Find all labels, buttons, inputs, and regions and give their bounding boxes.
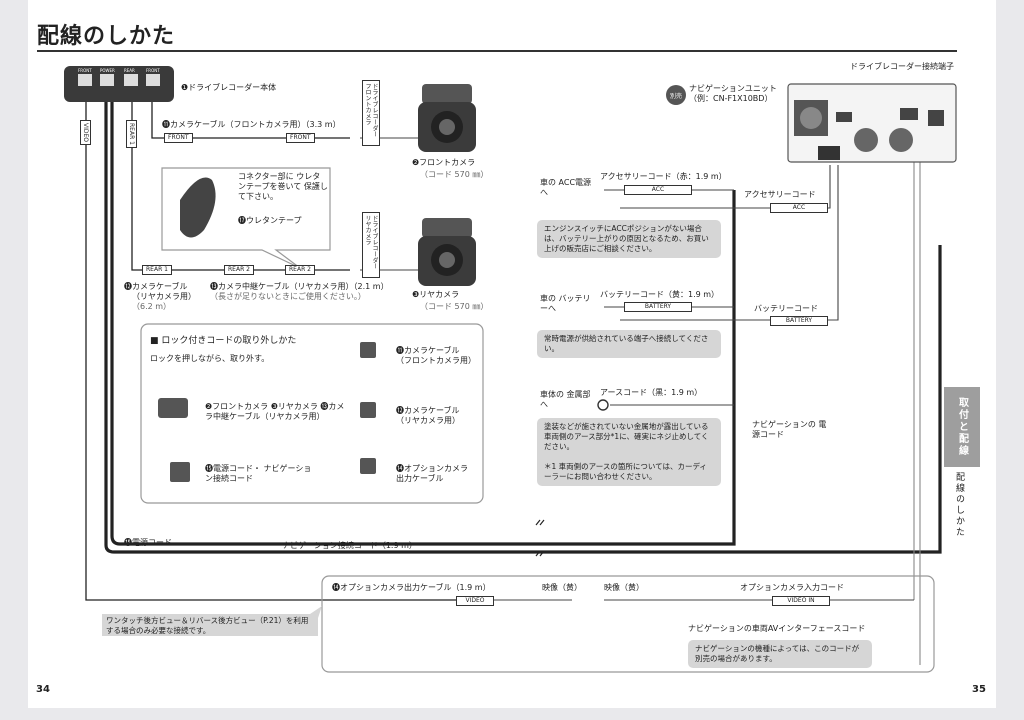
video-yellow-label-2: 映像（黄） <box>604 583 644 592</box>
urethane-tape-label: ⓱ウレタンテープ <box>238 216 302 225</box>
port-label-4: FRONT <box>146 68 160 73</box>
ground-note-text: 塗装などが施されていない金属地が露出している車両側のアース部分*1に、確実にネジ… <box>544 422 709 451</box>
acc-nav-tag: ACC <box>770 203 828 213</box>
acc-tag: ACC <box>624 185 692 195</box>
rear1-vertical-tag: REAR 1 <box>126 120 137 148</box>
ground-vehicle: 車体の 金属部へ <box>540 390 591 409</box>
av-note: ナビゲーションの機種によっては、このコードが別売の場合があります。 <box>688 640 872 668</box>
rear2-tag-1: REAR 2 <box>224 265 254 275</box>
ground-note: 塗装などが施されていない金属地が露出している車両側のアース部分*1に、確実にネジ… <box>537 418 721 486</box>
rear-cable-label: ⓬カメラケーブル <box>124 282 188 291</box>
title-rule <box>37 50 957 52</box>
lock-item-power-cord: ⓯電源コード・ ナビゲーション接続コード <box>205 464 312 483</box>
front-camera-label: ❷フロントカメラ <box>412 158 476 167</box>
lock-item-front-cable: ⓫カメラケーブル （フロントカメラ用） <box>396 346 476 365</box>
front-tag-1: FRONT <box>164 133 193 143</box>
battery-vehicle: 車の バッテリーへ <box>540 294 591 313</box>
acc-nav-cord-label: アクセサリーコード <box>744 190 816 199</box>
rear1-tag: REAR 1 <box>142 265 172 275</box>
acc-vehicle: 車の ACC電源へ <box>540 178 592 197</box>
option-video-tag: VIDEO <box>456 596 494 606</box>
acc-cord-label: アクセサリーコード（赤：1.9 m） <box>600 172 727 181</box>
ground-cord-label: アースコード（黒：1.9 m） <box>600 388 703 397</box>
page-title: 配線のしかた <box>37 24 176 49</box>
front-camera-side-tag: ドライブレコーダー フロントカメラ <box>362 80 380 146</box>
acc-note: エンジンスイッチにACCポジションがない場合は、バッテリー上がりの原因となるため… <box>537 220 721 258</box>
battery-cord-label: バッテリーコード（黄：1.9 m） <box>600 290 720 299</box>
front-tag-2: FRONT <box>286 133 315 143</box>
av-cord-label: ナビゲーションの車両AVインターフェースコード <box>688 624 866 633</box>
option-out-cable-label: ⓮オプションカメラ出力ケーブル（1.9 m） <box>332 583 491 592</box>
recorder-port-label: ドライブレコーダー接続端子 <box>850 62 954 71</box>
left-note: ワンタッチ後方ビュー＆リバース後方ビュー（P.21）を利用する場合のみ必要な接続… <box>106 616 309 635</box>
ground-footnote: ＊1 車両側のアースの箇所については、カーディーラーにお問い合わせください。 <box>544 462 707 481</box>
lock-box-title: ■ ロック付きコードの取り外しかた <box>150 336 297 346</box>
lock-item-option-cable: ⓮オプションカメラ 出力ケーブル <box>396 464 468 483</box>
section-label: 配線のしかた <box>954 472 964 538</box>
page-number-right: 35 <box>972 684 986 695</box>
recorder-label: ❶ドライブレコーダー本体 <box>181 83 277 92</box>
power-cord-label: ⓯電源コード <box>124 538 172 547</box>
page-number-left: 34 <box>36 684 50 695</box>
front-cable-label: ⓫カメラケーブル（フロントカメラ用） <box>162 120 306 129</box>
rear-camera-illustration <box>418 218 476 286</box>
rear-cable-label-2: （リヤカメラ用） <box>132 292 196 301</box>
port-label-2: POWER <box>100 68 115 73</box>
lock-box <box>140 323 484 504</box>
port-label-1: FRONT <box>78 68 92 73</box>
lock-item-cameras: ❷フロントカメラ ❸リヤカメラ ⓭カメラ中継ケーブル（リヤカメラ用） <box>205 402 345 421</box>
video-yellow-label-1: 映像（黄） <box>542 583 582 592</box>
rear-cable-length: （6.2 m） <box>132 302 172 311</box>
option-in-cord-label: オプションカメラ入力コード <box>740 583 844 592</box>
navigation-unit-illustration <box>787 83 957 163</box>
connector-callout-text: コネクター部に ウレタンテープを巻いて 保護して下さい。 <box>238 172 328 201</box>
battery-note: 常時電源が供給されている端子へ接続してください。 <box>537 330 721 358</box>
relay-cable-label: ⓭カメラ中継ケーブル（リヤカメラ用） <box>210 282 354 291</box>
front-camera-illustration <box>418 84 476 152</box>
rear-camera-label: ❸リヤカメラ <box>412 290 460 299</box>
bessou-badge: 別売 <box>666 85 686 105</box>
section-tab[interactable]: 取付と配線 <box>944 387 980 467</box>
front-camera-cord: （コード 570 ㎜） <box>420 170 489 179</box>
nav-connect-cord-label: ナビゲーション接続コード（1.9 m） <box>282 541 417 550</box>
front-cable-length: （3.3 m） <box>305 120 341 129</box>
battery-nav-tag: BATTERY <box>770 316 828 326</box>
video-tag: VIDEO <box>80 120 91 146</box>
nav-unit-model: （例：CN-F1X10BD） <box>689 94 773 103</box>
relay-cable-note: （長さが足りないときにご使用ください。） <box>210 292 366 301</box>
lock-item-rear-cable: ⓬カメラケーブル （リヤカメラ用） <box>396 406 460 425</box>
rear-camera-side-tag: ドライブレコーダー リヤカメラ <box>362 212 380 278</box>
video-in-tag: VIDEO IN <box>772 596 830 606</box>
nav-power-cord-label: ナビゲーションの 電源コード <box>752 420 827 439</box>
option-box <box>321 575 935 673</box>
port-label-3: REAR <box>124 68 135 73</box>
rear-camera-cord: （コード 570 ㎜） <box>420 302 489 311</box>
battery-nav-cord-label: バッテリーコード <box>754 304 818 313</box>
rear2-tag-2: REAR 2 <box>285 265 315 275</box>
relay-cable-length: （2.1 m） <box>353 282 389 291</box>
nav-unit-label: ナビゲーションユニット <box>689 84 777 93</box>
battery-tag: BATTERY <box>624 302 692 312</box>
lock-box-instruction: ロックを押しながら、取り外す。 <box>150 354 270 363</box>
